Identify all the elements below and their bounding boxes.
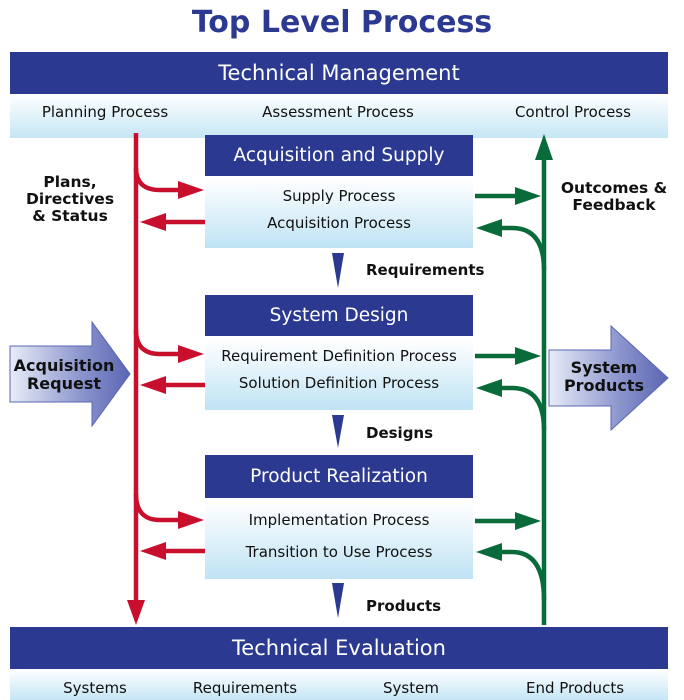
flow-down-arrows (332, 253, 344, 618)
green-feedback-arrow (475, 158, 547, 625)
outcomes-feedback-label: Outcomes & Feedback (560, 179, 668, 214)
technical-management-subband (10, 94, 668, 138)
technical-evaluation-header: Technical Evaluation (10, 627, 668, 669)
planning-process-label: Planning Process (41, 103, 169, 121)
requirements-flow-label: Requirements (366, 261, 485, 279)
assessment-process-label: Assessment Process (262, 103, 414, 121)
eval-item-end-products: End Products (525, 679, 625, 697)
supply-process-label: Supply Process (282, 187, 396, 205)
acquisition-supply-body (205, 179, 473, 248)
red-arrowheads (127, 181, 204, 625)
acquisition-process-label: Acquisition Process (267, 214, 411, 232)
implementation-process-label: Implementation Process (248, 511, 430, 529)
products-flow-label: Products (366, 597, 442, 615)
solution-definition-process-label: Solution Definition Process (238, 374, 440, 392)
transition-to-use-process-label: Transition to Use Process (245, 543, 433, 561)
green-arrowheads (476, 134, 553, 561)
system-products-arrow (548, 324, 669, 432)
system-design-body (205, 340, 473, 410)
designs-flow-label: Designs (366, 424, 434, 442)
system-products-label: System Products (563, 358, 645, 395)
control-process-label: Control Process (515, 103, 631, 121)
product-realization-header: Product Realization (205, 455, 473, 498)
acquisition-request-arrow (9, 320, 131, 428)
acquisition-request-label: Acquisition Request (13, 356, 115, 393)
technical-management-header: Technical Management (10, 52, 668, 94)
eval-item-system: System (383, 679, 439, 697)
requirement-definition-process-label: Requirement Definition Process (221, 347, 457, 365)
system-design-header: System Design (205, 295, 473, 336)
red-plans-arrow (133, 133, 205, 605)
product-realization-body (205, 502, 473, 579)
eval-item-requirements: Requirements (192, 679, 298, 697)
technical-evaluation-subband (10, 669, 668, 700)
plans-directives-status-label: Plans, Directives & Status (25, 173, 115, 225)
eval-item-systems: Systems (63, 679, 127, 697)
title-line-cut: ━━━ ━━━━━━━━ ━━━━━━━━━ (0, 0, 684, 12)
acquisition-supply-header: Acquisition and Supply (205, 135, 473, 176)
page-title: Top Level Process (191, 5, 493, 40)
